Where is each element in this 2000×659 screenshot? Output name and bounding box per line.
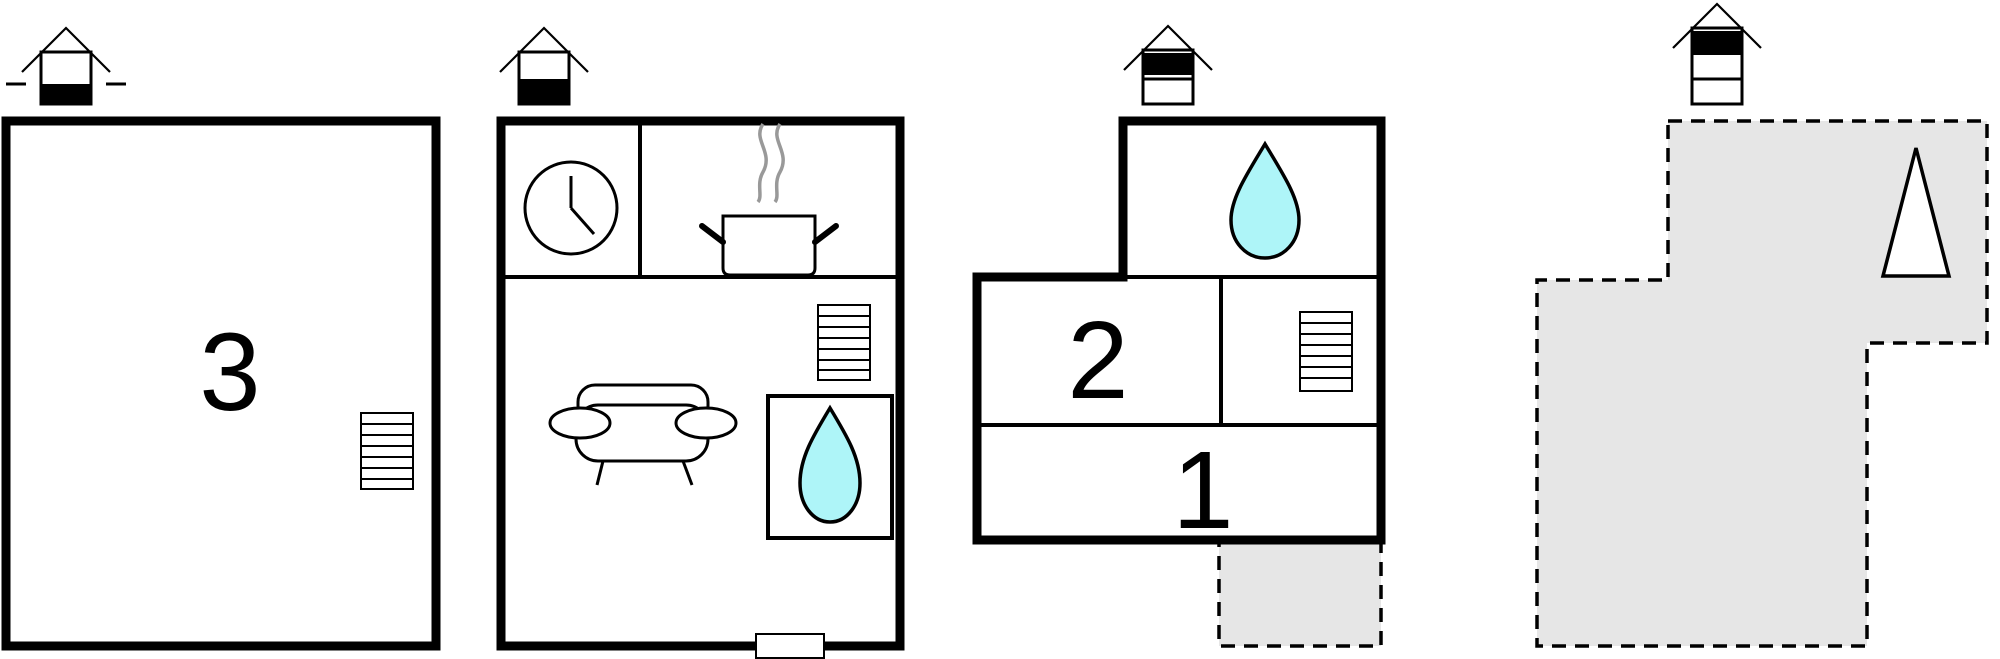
door-icon bbox=[755, 633, 825, 659]
ground-floor-outline bbox=[496, 116, 905, 651]
clock-icon bbox=[523, 160, 619, 256]
cooking-pot-icon bbox=[699, 123, 839, 277]
floor-plan-outdoor bbox=[1535, 2, 1989, 648]
water-drop-icon bbox=[798, 404, 862, 524]
outdoor-terrace bbox=[1217, 538, 1383, 648]
outdoor-plot bbox=[1535, 119, 1989, 648]
tree-icon bbox=[1880, 147, 1952, 278]
top-floor-house-icon bbox=[6, 26, 126, 106]
floor-plan-level-1: 2 1 bbox=[972, 24, 1386, 648]
ground-floor-house-icon bbox=[499, 26, 589, 106]
room-1-number: 1 bbox=[1172, 429, 1233, 552]
floor-plan-ground bbox=[496, 26, 905, 659]
sofa-icon bbox=[548, 383, 738, 486]
room-2-number: 2 bbox=[1067, 299, 1128, 422]
floor-plan-level-3: 3 bbox=[1, 26, 441, 651]
bathroom-outline bbox=[766, 394, 894, 540]
staircase-icon bbox=[360, 412, 414, 490]
water-drop-icon bbox=[1229, 140, 1301, 260]
room-3-number: 3 bbox=[199, 311, 260, 434]
room-3-outline bbox=[1, 116, 441, 651]
basement-2-house-icon bbox=[1672, 2, 1762, 106]
staircase-icon bbox=[1299, 311, 1353, 392]
basement-1-house-icon bbox=[1123, 24, 1213, 106]
staircase-icon bbox=[817, 304, 871, 381]
